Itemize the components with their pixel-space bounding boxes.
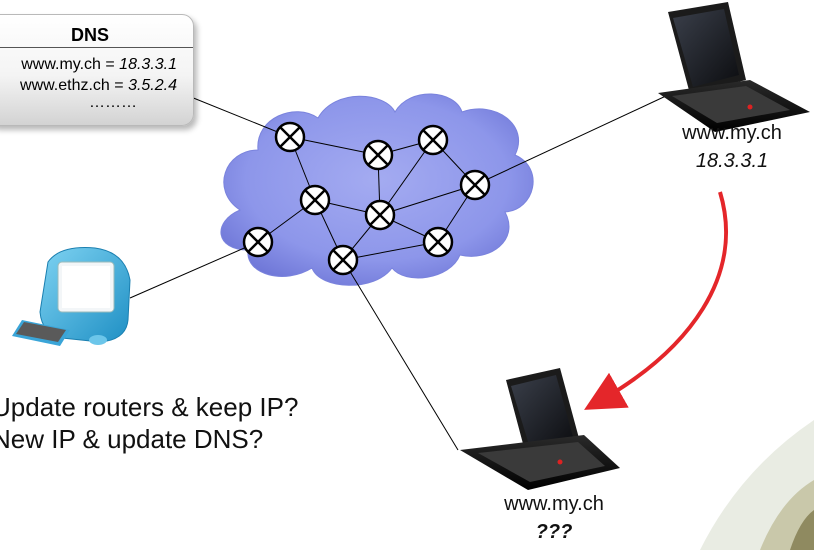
dns-entry: www.my.ch = 18.3.3.1	[0, 54, 193, 75]
dns-ellipsis: ………	[89, 94, 137, 111]
laptop-bottom-hostname: www.my.ch	[504, 493, 604, 515]
dns-entry-name: www.my.ch =	[21, 56, 120, 73]
laptop-bottom-ip: ???	[535, 521, 573, 543]
dns-entry-ip: 18.3.3.1	[119, 56, 177, 73]
laptop-top-ip: 18.3.3.1	[695, 150, 769, 172]
router-icon	[459, 169, 491, 201]
router-icon	[327, 244, 359, 276]
external-links	[129, 94, 669, 451]
dns-entry-name: www.ethz.ch =	[20, 77, 129, 94]
router-icon	[417, 124, 449, 156]
router-icon	[362, 139, 394, 171]
dns-entry-ip: 3.5.2.4	[128, 77, 177, 94]
dns-table: DNS www.my.ch = 18.3.3.1 www.ethz.ch = 3…	[0, 14, 194, 126]
laptop-icon	[460, 368, 620, 490]
router-icon	[364, 199, 396, 231]
router-icon	[422, 226, 454, 258]
question-new-ip: New IP & update DNS?	[0, 424, 264, 454]
laptop-top-hostname: www.my.ch	[682, 122, 782, 144]
router-icon	[242, 226, 274, 258]
dns-title: DNS	[0, 15, 193, 48]
move-arrow	[584, 191, 728, 410]
laptop-icon	[658, 2, 810, 132]
background-corner-image	[700, 420, 814, 550]
imac-icon	[12, 247, 131, 346]
dns-entry: www.ethz.ch = 3.5.2.4	[0, 75, 193, 96]
question-update-routers: Update routers & keep IP?	[0, 392, 299, 422]
router-icon	[274, 121, 306, 153]
router-icon	[299, 184, 331, 216]
